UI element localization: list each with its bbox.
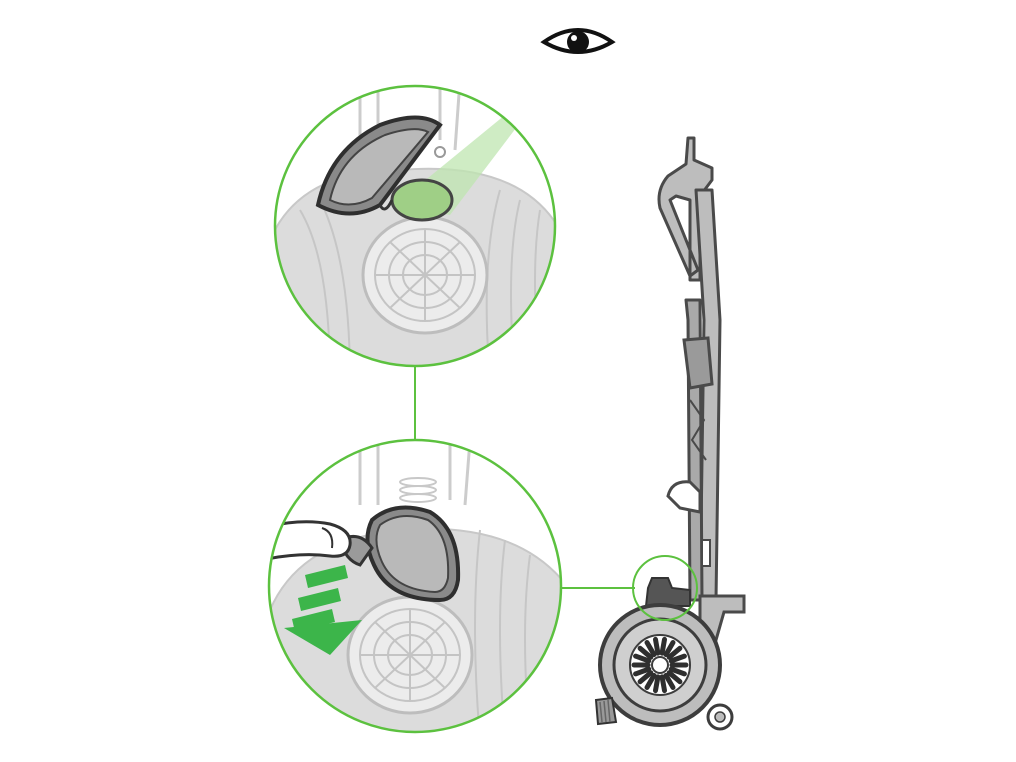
vent-slot (633, 653, 652, 664)
top-callout-circle (273, 84, 557, 368)
vent-slot (644, 672, 657, 691)
vent-slot (663, 639, 676, 658)
callout-connectors (414, 366, 635, 589)
vent-slot (666, 670, 683, 685)
vent-slot (652, 636, 661, 656)
ball-vents (631, 636, 689, 694)
vacuum-illustration (594, 136, 746, 731)
vent-slot (633, 666, 652, 677)
finger-icon (269, 520, 352, 562)
vent-slot (637, 645, 654, 660)
vent-slot (668, 653, 687, 664)
eye-icon (540, 28, 616, 54)
vent-slot (666, 645, 683, 660)
down-arrow-icon (284, 565, 362, 655)
vent-slot (652, 674, 661, 694)
bottom-callout-circle (267, 438, 563, 734)
vent-slot (659, 636, 668, 656)
vent-slot (668, 666, 687, 677)
vent-slot (644, 639, 657, 658)
vent-slot (663, 672, 676, 691)
vent-slot (637, 670, 654, 685)
vent-slot (659, 674, 668, 694)
